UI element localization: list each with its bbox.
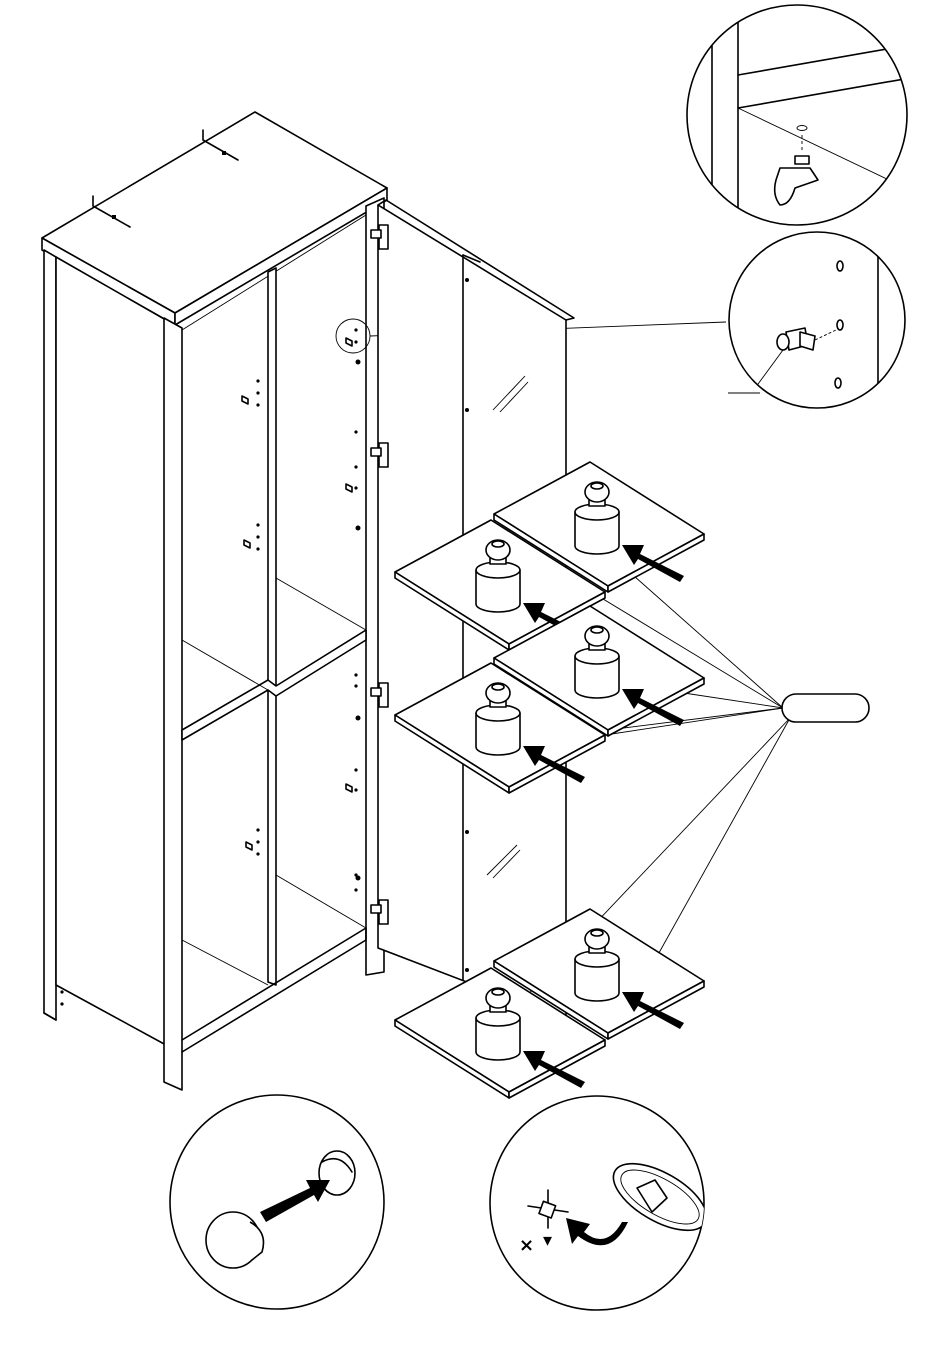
detail-cover-cap	[170, 1095, 384, 1309]
detail-cam-screw: × ▾	[490, 1096, 717, 1310]
front-left-post	[164, 318, 182, 1090]
callout-bubble	[782, 694, 869, 722]
detail-support-under-top	[687, 0, 910, 230]
direction-mark: ▾	[543, 1230, 552, 1251]
detail-support-peg	[728, 230, 905, 420]
screwdriver-type-mark: ×	[519, 1235, 534, 1256]
left-side-panel	[44, 250, 56, 1020]
center-divider	[268, 268, 276, 985]
detail-ring	[336, 319, 370, 353]
left-side-inner	[56, 257, 166, 1045]
shelf-support-icon	[795, 156, 809, 164]
